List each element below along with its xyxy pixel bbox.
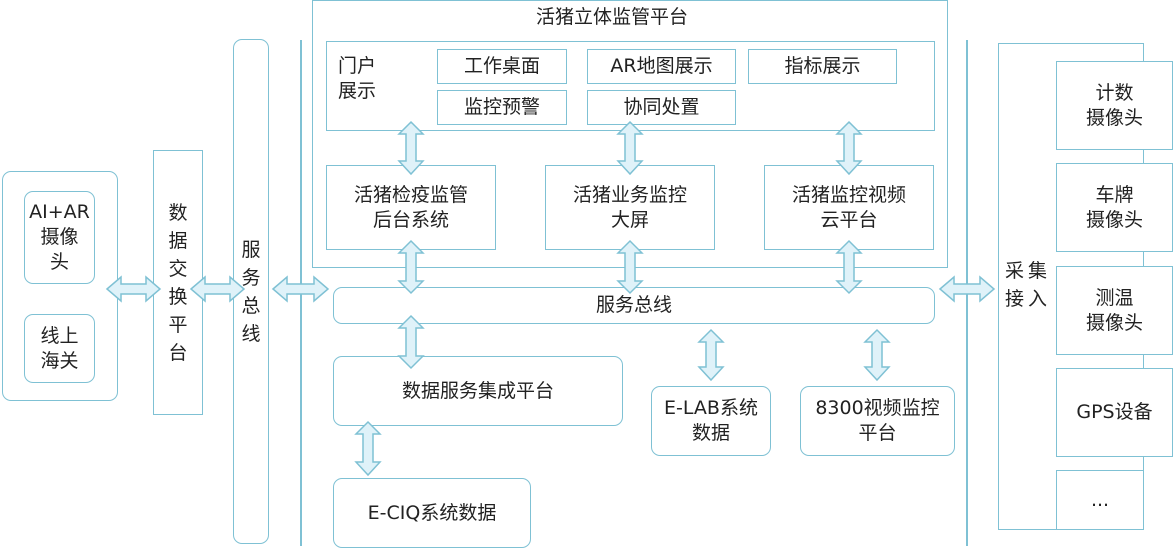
device-gps: GPS设备 [1056,368,1173,457]
arrow-bus-video8300 [863,328,891,382]
device-more: ... [1056,470,1144,530]
divider-line-right [966,40,968,546]
system-business-screen: 活猪业务监控 大屏 [545,165,715,250]
main-platform-title: 活猪立体监管平台 [535,5,688,28]
system-video-cloud: 活猪监控视频 云平台 [764,165,934,250]
vertical-char: 服 [241,238,261,261]
arrow-bus-elab [697,328,725,382]
device-plate-camera: 车牌 摄像头 [1056,163,1173,252]
vertical-char: 总 [241,294,261,317]
vertical-char: 线 [241,322,261,345]
service-bus-horizontal: 服务总线 [333,287,935,324]
data-service-integration-platform: 数据服务集成平台 [333,356,623,426]
portal-label: 门户 展示 [338,55,377,102]
eciq-system-data: E-CIQ系统数据 [333,478,531,548]
elab-system-data: E-LAB系统 数据 [651,386,771,456]
service-bus-vertical: 服务总线 [233,39,269,544]
vertical-char: 平 [168,313,188,336]
vertical-char: 数 [168,201,188,224]
vertical-char: 采 [1004,260,1024,282]
vertical-char: 务 [241,266,261,289]
ai-ar-camera-box: AI+AR 摄像 头 [24,191,95,284]
data-exchange-platform: 数据交换平台 [153,150,203,415]
vertical-char: 入 [1027,288,1047,310]
arrow-dataservice-eciq [354,420,382,477]
divider-line-left [300,40,302,546]
video-8300-platform: 8300视频监控 平台 [800,386,955,456]
portal-item-monitoring-alert: 监控预警 [437,90,567,125]
portal-item-collab-handling: 协同处置 [587,90,736,125]
portal-item-workbench: 工作桌面 [437,49,567,84]
vertical-char: 接 [1004,288,1024,310]
portal-item-ar-map: AR地图展示 [587,49,736,84]
collection-access-label: 采集接入 [1003,255,1049,315]
vertical-char: 集 [1027,260,1047,282]
device-temp-camera: 测温 摄像头 [1056,266,1173,355]
device-count-camera: 计数 摄像头 [1056,61,1173,150]
portal-item-indicators: 指标展示 [748,49,897,84]
vertical-char: 交 [168,257,188,280]
vertical-char: 换 [168,285,188,308]
system-quarantine-backend: 活猪检疫监管 后台系统 [326,165,496,250]
online-customs-box: 线上 海关 [24,314,95,383]
vertical-char: 台 [168,341,188,364]
vertical-char: 据 [168,229,188,252]
